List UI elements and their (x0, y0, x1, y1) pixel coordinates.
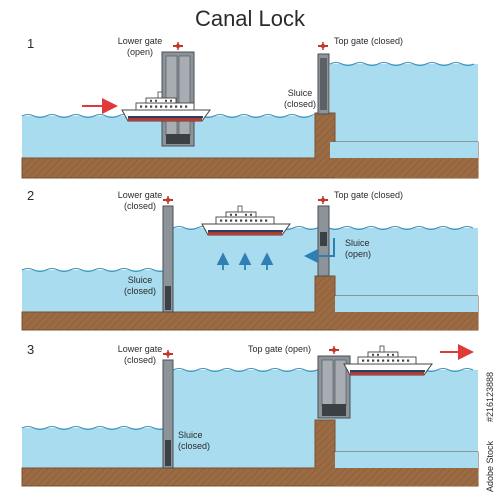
sluice-flow-arrow (304, 238, 335, 263)
lower-gate-state: (closed) (124, 201, 156, 211)
lower-gate-wheel-icon (162, 195, 174, 205)
lower-gate-closed (162, 359, 174, 469)
lower-gate-wheel-icon (172, 41, 184, 51)
ship-icon (343, 345, 433, 376)
sluice-label: Sluice (288, 88, 313, 98)
watermark-brand: Adobe Stock (485, 440, 495, 492)
lower-gate-closed (162, 205, 174, 313)
panel-1-number: 1 (27, 36, 34, 51)
panel-3-number: 3 (27, 342, 34, 357)
lower-gate-state: (open) (127, 47, 153, 57)
sluice-label: Sluice (178, 430, 203, 440)
diagram-title: Canal Lock (195, 6, 306, 31)
sluice-state: (closed) (284, 99, 316, 109)
panel-2-number: 2 (27, 188, 34, 203)
ship-icon (201, 205, 291, 236)
lower-gate-state: (closed) (124, 355, 156, 365)
lower-gate-label: Lower gate (118, 190, 163, 200)
lower-gate-wheel-icon (162, 349, 174, 359)
panel-3: 3 Lower gate (closed) Top gate (open) Sl… (21, 342, 479, 487)
watermark-id: #216123888 (485, 372, 495, 422)
top-gate-wheel-icon (317, 195, 329, 205)
top-gate-wheel-icon (328, 345, 340, 355)
sluice-state: (closed) (178, 441, 210, 451)
upper-sluice-state: (open) (345, 249, 371, 259)
lower-gate-label: Lower gate (118, 36, 163, 46)
top-gate-label: Top gate (open) (248, 344, 311, 354)
top-gate-label: Top gate (closed) (334, 190, 403, 200)
panel-2: 2 Lower gate (closed) Top gate (clo (21, 188, 479, 331)
upper-waterline (329, 62, 475, 66)
lower-water (22, 270, 167, 312)
upper-sluice-label: Sluice (345, 238, 370, 248)
top-gate-wheel-icon (317, 41, 329, 51)
top-gate-label: Top gate (closed) (334, 36, 403, 46)
lower-sluice-label: Sluice (128, 275, 153, 285)
stock-watermark: Adobe Stock #216123888 (485, 372, 495, 492)
panel-1: 1 Lower gate (open) Top gate (closed) Sl… (21, 36, 479, 179)
water-rising-arrows (216, 252, 274, 270)
lower-gate-label: Lower gate (118, 344, 163, 354)
lower-sluice-state: (closed) (124, 286, 156, 296)
lower-water (22, 428, 167, 468)
